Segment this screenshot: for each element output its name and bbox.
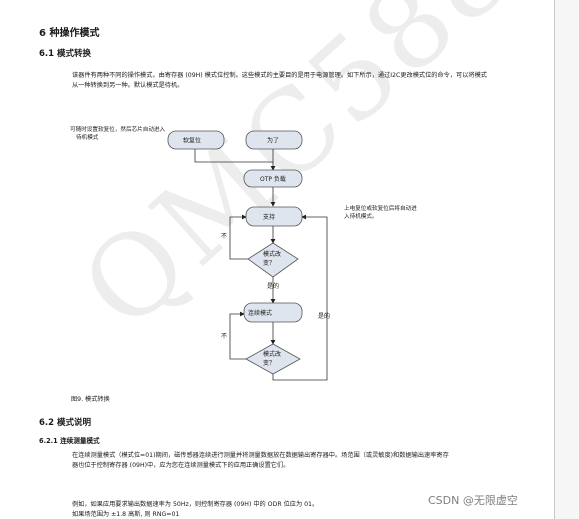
node-otp-load: OTP 负载 — [243, 169, 303, 188]
continuous-mode-paragraph-line-1: 在连续测量模式（模式位=01)期间，磁传感器连续进行测量并将测量数据放在数据输出… — [72, 452, 449, 459]
label-yes-1: 是的 — [267, 282, 279, 290]
figure-caption: 图9. 模式转换 — [71, 396, 110, 403]
section-heading: 6 种操作模式 — [39, 28, 100, 39]
node-standby-label: 支持 — [263, 213, 275, 221]
page-border — [554, 0, 555, 519]
node-decision1-label-line1: 模式改 — [263, 250, 281, 258]
connector-decision1-no — [229, 214, 248, 260]
node-decision-1: 模式改 变？ — [247, 242, 299, 278]
connector-soft-reset — [194, 149, 273, 163]
node-decision2-label-line1: 模式改 — [263, 350, 281, 358]
example-paragraph-line-1: 例如，如果应用要求输出数据速率为 50Hz，则控制寄存器 (09H) 中的 OD… — [72, 501, 319, 508]
label-yes-2: 是的 — [318, 312, 330, 320]
node-soft-reset: 软复位 — [167, 130, 225, 150]
note-left-line-1: 可随时设置软复位，然后芯片自动进入 — [70, 127, 166, 133]
diagram-note-left: 可随时设置软复位，然后芯片自动进入 待机模式 — [70, 126, 165, 142]
label-no-2: 不 — [221, 333, 227, 340]
intro-paragraph-line-1: 该器件有两种不同的操作模式，由寄存器 (09H) 模式位控制。这些模式的主要目的… — [72, 72, 487, 79]
connector-decision2-no — [229, 311, 248, 360]
note-right-line-1: 上电复位或软复位后将自动进 — [344, 206, 417, 212]
node-power-on-label: 为了 — [267, 137, 279, 145]
node-continuous-label: 连续模式 — [248, 309, 272, 317]
section2-subheading: 6.2.1 连续测量模式 — [39, 437, 100, 445]
label-no-1: 不 — [221, 233, 227, 240]
node-otp-label: OTP 负载 — [260, 175, 286, 183]
flowchart-connectors — [194, 149, 328, 381]
subsection-heading: 6.1 模式转换 — [39, 49, 92, 59]
section2-heading: 6.2 模式说明 — [39, 418, 92, 428]
node-decision2-label-line2: 变？ — [263, 359, 275, 367]
node-power-on: 为了 — [245, 130, 303, 150]
page-margin-strip — [555, 0, 579, 519]
note-left-line-2: 待机模式 — [76, 135, 99, 141]
note-right-line-2: 入待机模式。 — [344, 214, 378, 220]
diagram-note-right: 上电复位或软复位后将自动进 入待机模式。 — [344, 205, 417, 221]
node-standby: 支持 — [245, 206, 303, 227]
intro-paragraph-line-2: 从一种转换到另一种。默认模式是待机。 — [72, 82, 184, 89]
node-continuous: 连续模式 — [243, 302, 303, 323]
node-decision-2: 模式改 变？ — [245, 343, 301, 375]
node-decision1-label-line2: 变？ — [263, 259, 275, 267]
example-paragraph-line-2: 如果场范围为 ±1.8 高斯, 则 RNG=01 — [72, 511, 180, 518]
continuous-mode-paragraph-line-2: 器也位于控制寄存器 (09H)中，应为您在连续测量模式下的应用正确设置它们。 — [72, 462, 290, 469]
node-soft-reset-label: 软复位 — [183, 137, 201, 145]
connector-decision2-yes — [272, 214, 328, 381]
csdn-footer-watermark: CSDN @无限虚空 — [428, 494, 518, 507]
